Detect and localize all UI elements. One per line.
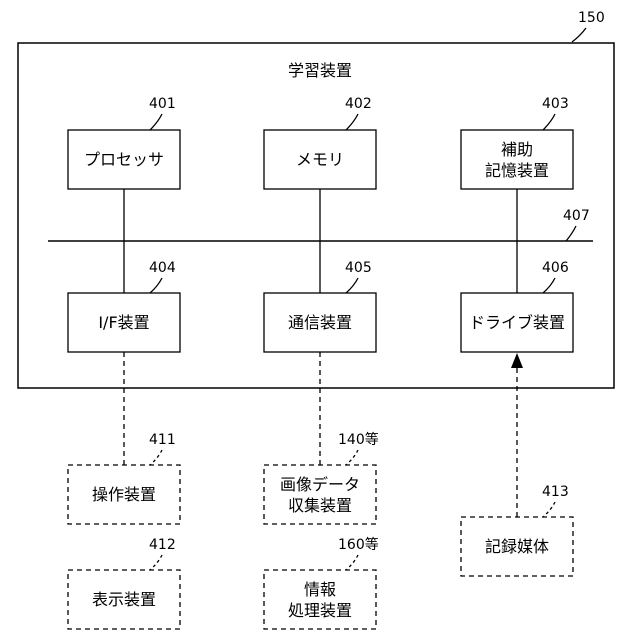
info-processor-ref-label: 160等 (338, 536, 379, 553)
image-collector-ref-label: 140等 (338, 431, 379, 448)
drive-device-label: ドライブ装置 (469, 313, 565, 332)
aux-storage-ref-label: 403 (542, 96, 569, 112)
memory-ref-leader (346, 114, 358, 130)
display-device-ref-label: 412 (149, 537, 176, 553)
image-collector-ref-leader (346, 450, 358, 465)
aux-storage-block: 補助 記憶装置 403 (461, 96, 573, 189)
aux-storage-label-line-1: 補助 (501, 140, 533, 159)
if-device-ref-leader (150, 278, 162, 293)
aux-storage-label-line-2: 記憶装置 (485, 161, 549, 180)
memory-block: メモリ 402 (264, 96, 376, 189)
figure-ref-leader (572, 28, 586, 42)
display-device-block: 表示装置 412 (68, 537, 180, 629)
comm-device-ref-label: 405 (345, 260, 372, 276)
recording-medium-ref-leader (543, 502, 555, 517)
display-device-ref-leader (150, 555, 162, 570)
info-processor-label-line-1: 情報 (304, 580, 336, 599)
processor-ref-label: 401 (149, 96, 176, 112)
recording-medium-label: 記録媒体 (485, 537, 549, 556)
processor-ref-leader (150, 114, 162, 130)
info-processor-label-line-2: 処理装置 (288, 601, 352, 620)
container-title: 学習装置 (288, 61, 352, 80)
image-collector-block: 画像データ 収集装置 140等 (264, 431, 379, 524)
figure-ref-label: 150 (578, 10, 605, 26)
processor-block: プロセッサ 401 (68, 96, 180, 189)
image-collector-label-line-2: 収集装置 (288, 496, 352, 515)
comm-device-ref-leader (346, 278, 358, 293)
display-device-label: 表示装置 (92, 590, 156, 609)
operation-device-label: 操作装置 (92, 485, 156, 504)
drive-arrowhead-icon (511, 353, 523, 368)
memory-label: メモリ (296, 150, 344, 169)
image-collector-label-line-1: 画像データ (280, 475, 360, 494)
recording-medium-ref-label: 413 (542, 484, 569, 500)
info-processor-ref-leader (346, 555, 358, 570)
operation-device-ref-label: 411 (149, 432, 176, 448)
drive-device-ref-label: 406 (542, 260, 569, 276)
info-processor-block: 情報 処理装置 160等 (264, 536, 379, 629)
processor-label: プロセッサ (84, 150, 164, 169)
bus-ref-label: 407 (563, 208, 590, 224)
bus-ref-leader (566, 226, 576, 241)
comm-device-label: 通信装置 (288, 313, 352, 332)
operation-device-ref-leader (150, 450, 162, 465)
if-device-label: I/F装置 (98, 313, 149, 332)
memory-ref-label: 402 (345, 96, 372, 112)
aux-storage-ref-leader (543, 114, 555, 130)
drive-device-ref-leader (543, 278, 555, 293)
if-device-ref-label: 404 (149, 260, 176, 276)
